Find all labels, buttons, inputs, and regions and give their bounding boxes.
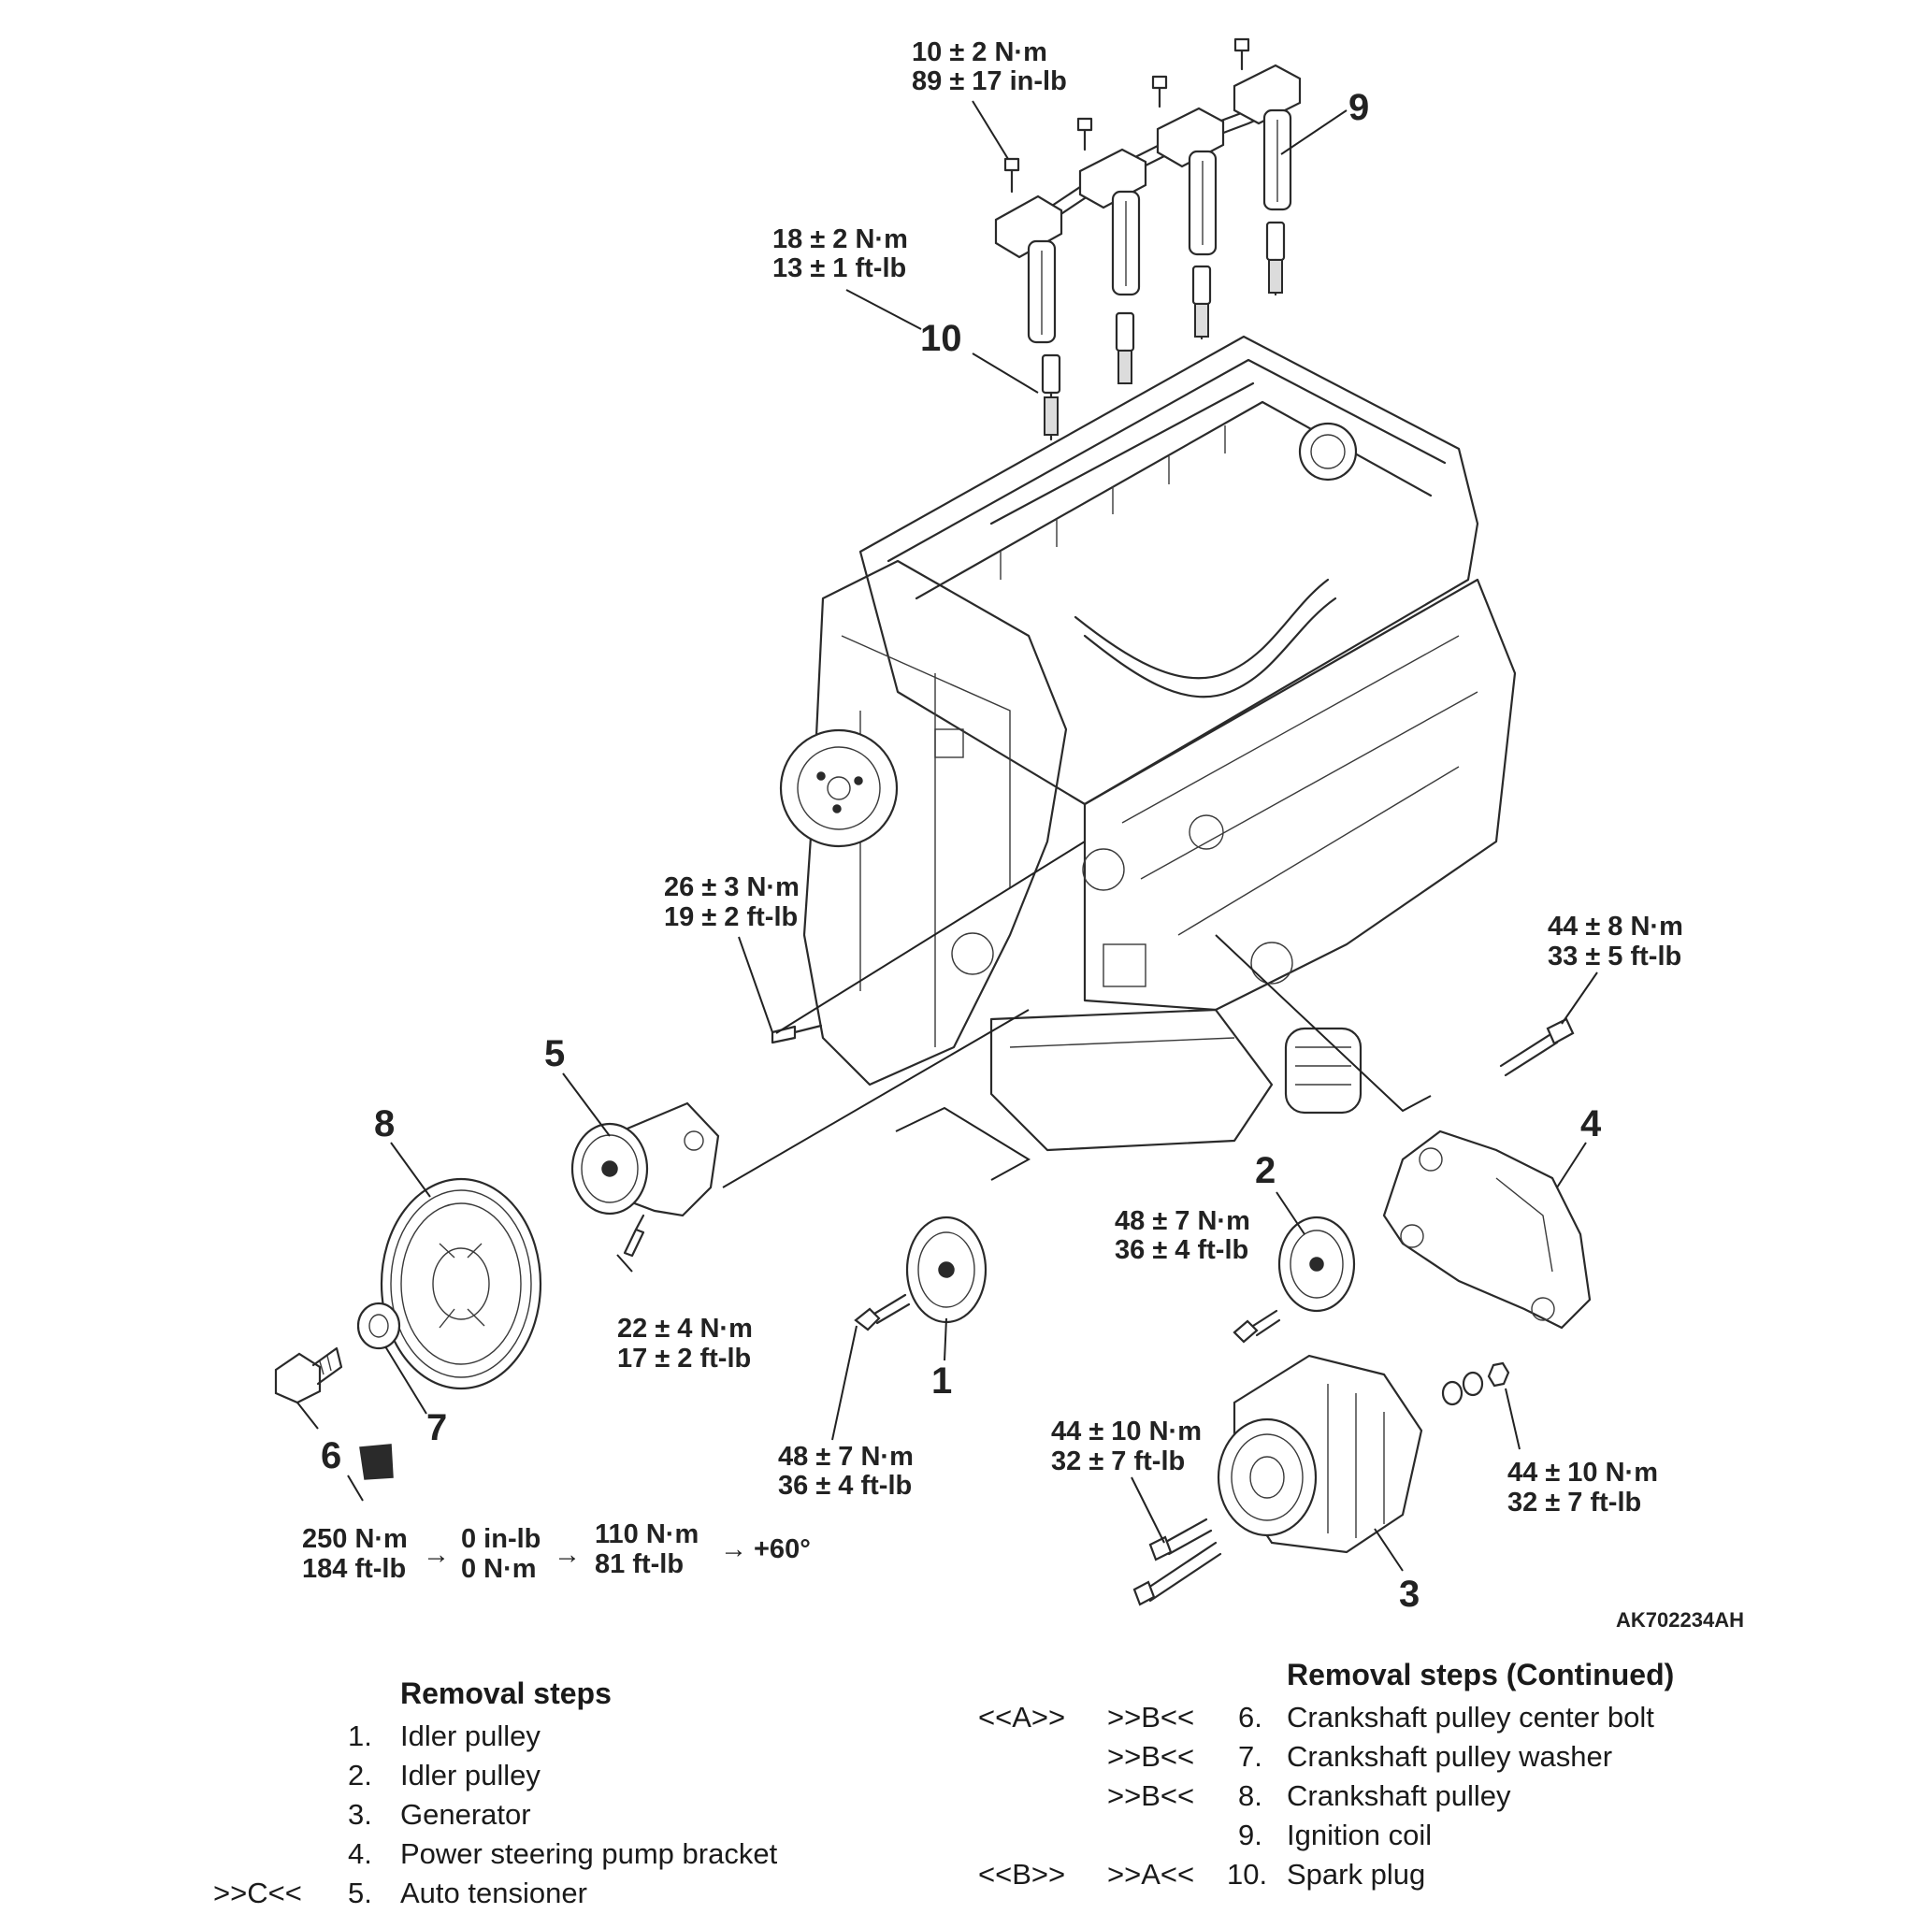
- power-steering-pump-bracket: [1382, 1129, 1592, 1330]
- torque-generator-nut-ftlb: 32 ± 7 ft-lb: [1507, 1488, 1641, 1518]
- crankshaft-pulley-center-bolt: [274, 1346, 394, 1480]
- idler-pulley-2: [1277, 1216, 1356, 1313]
- list-item: 2. Idler pulley: [213, 1756, 887, 1795]
- crank-step4-angle: +60°: [754, 1534, 811, 1564]
- callout-10: 10: [920, 318, 962, 359]
- auto-tensioner: [570, 1101, 720, 1217]
- crank-arrow-1: →: [423, 1540, 450, 1570]
- torque-tensioner-ftlb: 17 ± 2 ft-lb: [617, 1344, 751, 1374]
- torque-idler2-nm: 48 ± 7 N·m: [1115, 1206, 1250, 1236]
- step-number: 8.: [1238, 1779, 1262, 1812]
- step-name: Idler pulley: [400, 1719, 541, 1752]
- list-item: <<B>> >>A<< 10. Spark plug: [978, 1855, 1820, 1894]
- callout-1: 1: [931, 1360, 952, 1402]
- step-number: 9.: [1238, 1819, 1262, 1851]
- crank-step1-ftlb: 184 ft-lb: [302, 1554, 406, 1584]
- torque-bracket-left-nm: 26 ± 3 N·m: [664, 872, 800, 902]
- callout-numbers: 1 2 3 4 5 6 7 8 9 10: [321, 87, 1602, 1615]
- list-item: 3. Generator: [213, 1795, 887, 1834]
- crank-arrow-2: →: [554, 1540, 581, 1570]
- removal-steps-title: Removal steps: [400, 1676, 612, 1710]
- crank-step2-nm: 0 N·m: [461, 1554, 537, 1584]
- leader-lines: [296, 100, 1598, 1572]
- step-number: 1.: [348, 1719, 372, 1752]
- engine-assembly: [779, 335, 1517, 1152]
- step-ref-b: >>B<<: [1107, 1740, 1195, 1773]
- torque-generator-bolt-nm: 44 ± 10 N·m: [1051, 1417, 1202, 1446]
- list-item: 4. Power steering pump bracket: [213, 1834, 887, 1874]
- torque-coil-bolt-inlb: 89 ± 17 in-lb: [912, 66, 1067, 96]
- torque-spark-plug-nm: 18 ± 2 N·m: [772, 224, 908, 254]
- step-ref-b: >>A<<: [1107, 1858, 1195, 1891]
- crank-arrow-3: →: [720, 1534, 747, 1564]
- step-ref-b: >>B<<: [1107, 1701, 1195, 1734]
- torque-bracket-right-ftlb: 33 ± 5 ft-lb: [1548, 942, 1681, 971]
- callout-8: 8: [374, 1103, 395, 1144]
- figure-id: AK702234AH: [1616, 1608, 1744, 1632]
- list-item: >>C<< 5. Auto tensioner: [213, 1874, 887, 1913]
- torque-bracket-right-nm: 44 ± 8 N·m: [1548, 912, 1683, 942]
- torque-idler2-ftlb: 36 ± 4 ft-lb: [1115, 1235, 1248, 1265]
- torque-bracket-left-ftlb: 19 ± 2 ft-lb: [664, 902, 798, 932]
- removal-steps-left: Removal steps 1. Idler pulley 2. Idler p…: [213, 1674, 887, 1913]
- crank-step3-nm: 110 N·m: [595, 1519, 699, 1549]
- callout-5: 5: [544, 1033, 565, 1074]
- step-name: Auto tensioner: [400, 1877, 587, 1909]
- generator: [1217, 1354, 1510, 1554]
- step-number: 10.: [1227, 1858, 1268, 1891]
- step-ref-a: <<B>>: [978, 1858, 1066, 1891]
- step-number: 2.: [348, 1759, 372, 1791]
- torque-tensioner-nm: 22 ± 4 N·m: [617, 1314, 753, 1344]
- list-item: 9. Ignition coil: [978, 1816, 1820, 1855]
- callout-3: 3: [1399, 1574, 1420, 1615]
- step-number: 5.: [348, 1877, 372, 1909]
- step-ref-b: >>B<<: [1107, 1779, 1195, 1812]
- crank-step3-ftlb: 81 ft-lb: [595, 1549, 684, 1579]
- callout-7: 7: [426, 1407, 447, 1448]
- list-item: >>B<< 8. Crankshaft pulley: [978, 1777, 1820, 1816]
- removal-steps-right: Removal steps (Continued) <<A>> >>B<< 6.…: [978, 1655, 1820, 1894]
- fastener-bolts: [623, 1017, 1575, 1606]
- torque-coil-bolt-nm: 10 ± 2 N·m: [912, 37, 1047, 67]
- step-ref-a: <<A>>: [978, 1701, 1066, 1734]
- step-name: Idler pulley: [400, 1759, 541, 1791]
- crankshaft-pulley-washer: [356, 1302, 401, 1350]
- step-number: 3.: [348, 1798, 372, 1831]
- removal-steps-continued-title: Removal steps (Continued): [1287, 1658, 1675, 1691]
- step-number: 4.: [348, 1837, 372, 1870]
- torque-generator-nut-nm: 44 ± 10 N·m: [1507, 1458, 1658, 1488]
- step-ref-a: >>C<<: [213, 1877, 302, 1909]
- torque-generator-bolt-ftlb: 32 ± 7 ft-lb: [1051, 1446, 1185, 1476]
- list-item: >>B<< 7. Crankshaft pulley washer: [978, 1737, 1820, 1777]
- step-name: Crankshaft pulley center bolt: [1287, 1701, 1654, 1734]
- crank-step1-nm: 250 N·m: [302, 1524, 408, 1554]
- step-name: Spark plug: [1287, 1858, 1426, 1891]
- torque-labels: 10 ± 2 N·m 89 ± 17 in-lb 18 ± 2 N·m 13 ±…: [302, 37, 1683, 1584]
- step-name: Crankshaft pulley washer: [1287, 1740, 1613, 1773]
- step-name: Generator: [400, 1798, 531, 1831]
- callout-4: 4: [1580, 1103, 1602, 1144]
- callout-9: 9: [1348, 87, 1369, 128]
- list-item: <<A>> >>B<< 6. Crankshaft pulley center …: [978, 1698, 1820, 1737]
- idler-pulley-1: [905, 1216, 988, 1324]
- step-name: Crankshaft pulley: [1287, 1779, 1511, 1812]
- crank-step2-inlb: 0 in-lb: [461, 1524, 541, 1554]
- step-name: Ignition coil: [1287, 1819, 1433, 1851]
- torque-spark-plug-ftlb: 13 ± 1 ft-lb: [772, 253, 906, 283]
- torque-idler1-nm: 48 ± 7 N·m: [778, 1442, 914, 1472]
- list-item: 1. Idler pulley: [213, 1717, 887, 1756]
- step-name: Power steering pump bracket: [400, 1837, 778, 1870]
- step-number: 6.: [1238, 1701, 1262, 1734]
- crankshaft-pulley: [380, 1177, 542, 1390]
- ignition-coil-assembly: [994, 37, 1302, 441]
- callout-2: 2: [1255, 1150, 1276, 1191]
- torque-idler1-ftlb: 36 ± 4 ft-lb: [778, 1471, 912, 1501]
- callout-6: 6: [321, 1435, 341, 1476]
- step-number: 7.: [1238, 1740, 1262, 1773]
